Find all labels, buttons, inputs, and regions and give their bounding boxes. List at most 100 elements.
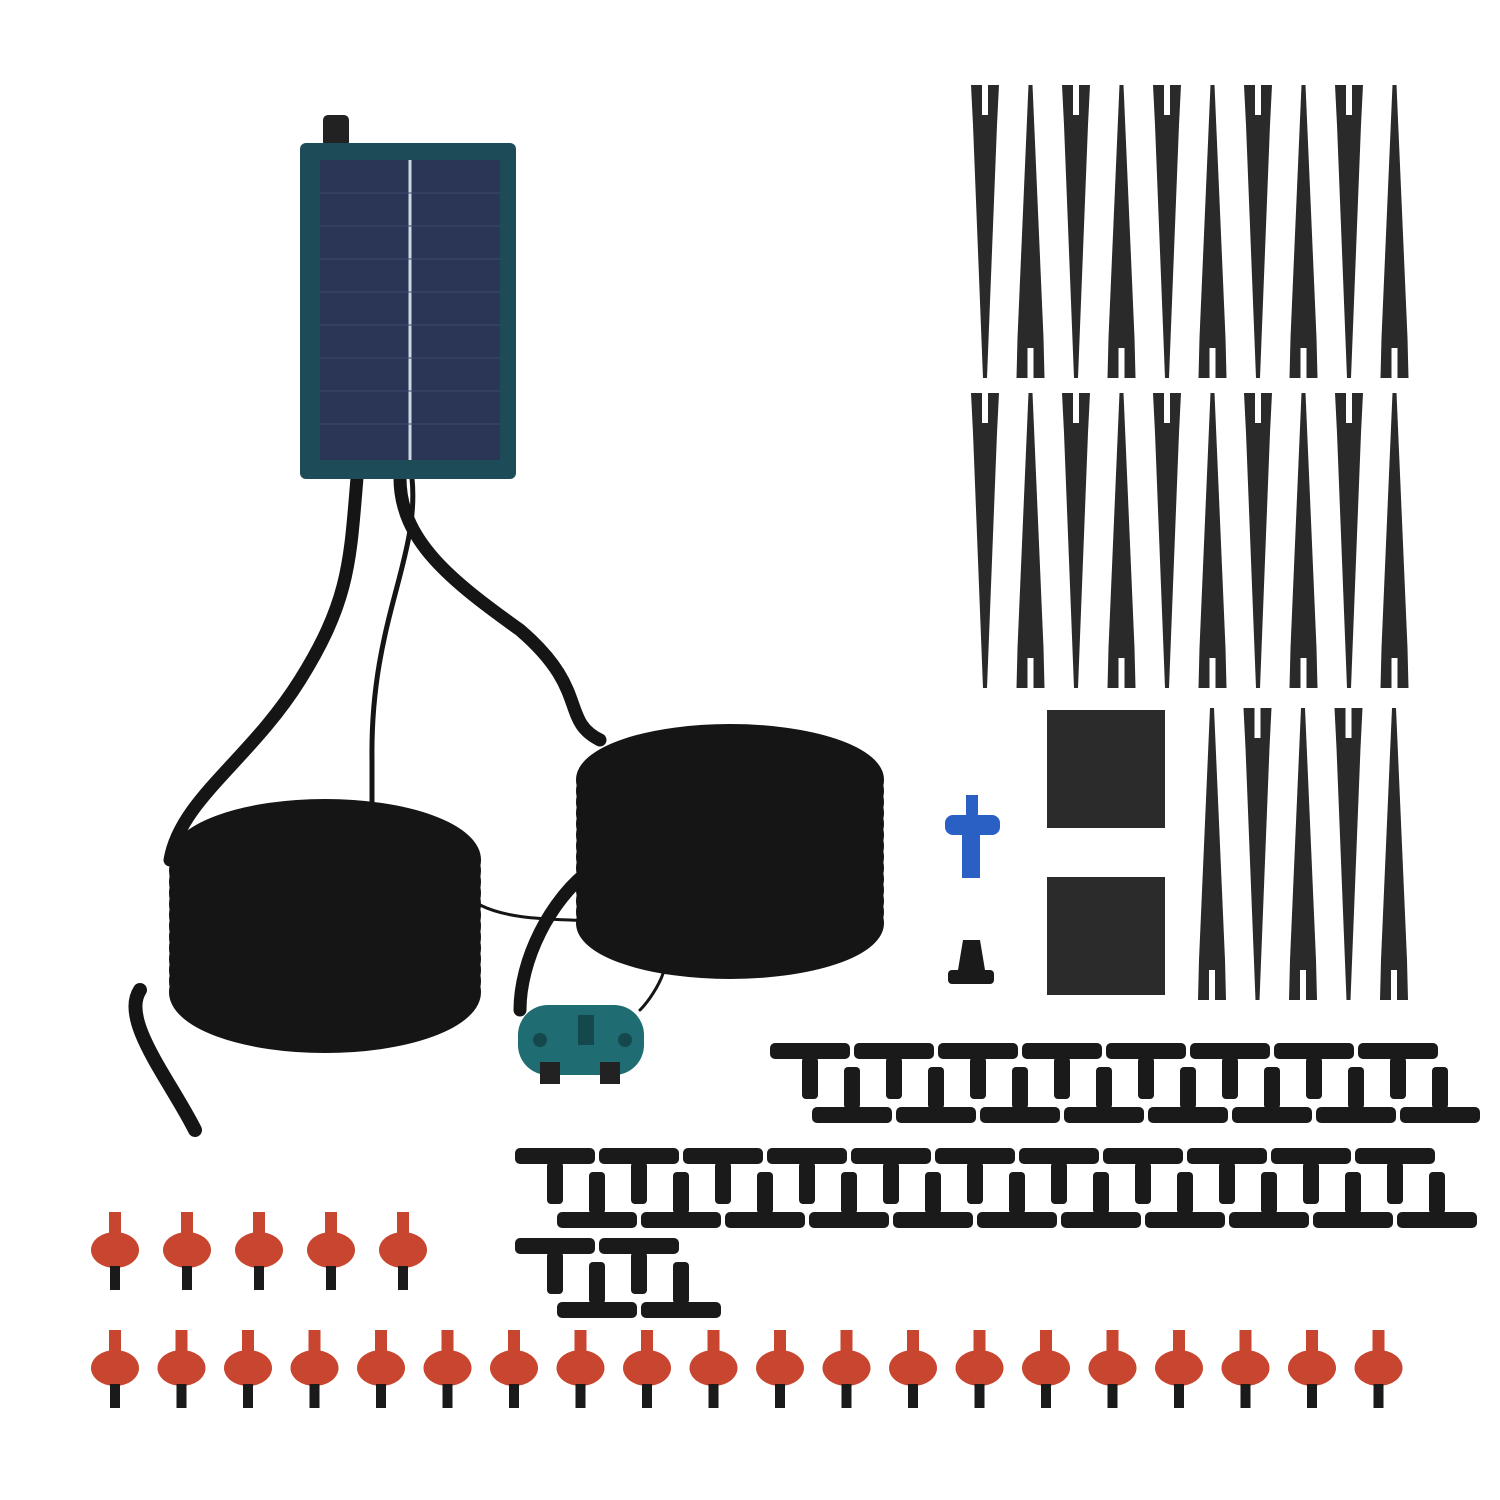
dripper — [91, 1330, 139, 1408]
t-connector — [809, 1172, 889, 1228]
tubing-coil-left — [169, 799, 481, 1053]
stake — [971, 393, 999, 688]
t-connector — [1397, 1172, 1477, 1228]
t-connector — [683, 1148, 763, 1204]
t-connector — [641, 1262, 721, 1318]
dripper — [379, 1212, 427, 1290]
panel-knob — [323, 115, 349, 147]
dripper — [224, 1330, 272, 1408]
t-connector — [1019, 1148, 1099, 1204]
t-connector — [1313, 1172, 1393, 1228]
dripper — [357, 1330, 405, 1408]
t-connector — [851, 1148, 931, 1204]
dripper — [1354, 1330, 1403, 1408]
solar-panel — [300, 115, 516, 479]
dripper — [1022, 1330, 1070, 1408]
t-connector — [1271, 1148, 1351, 1204]
stake — [1243, 708, 1272, 1000]
dripper — [235, 1212, 283, 1290]
t-connector — [1316, 1067, 1396, 1123]
stake — [1334, 708, 1363, 1000]
t-connector — [1400, 1067, 1480, 1123]
tube-adapter — [948, 940, 994, 984]
stake — [1244, 393, 1272, 688]
t-connector — [1274, 1043, 1354, 1099]
t-connector — [938, 1043, 1018, 1099]
t-connector — [1022, 1043, 1102, 1099]
stake — [1107, 85, 1136, 378]
t-connector — [1148, 1067, 1228, 1123]
stake — [1198, 85, 1227, 378]
dripper — [889, 1330, 937, 1408]
t-connector — [896, 1067, 976, 1123]
dripper — [1155, 1330, 1203, 1408]
filter-sponge — [1047, 877, 1165, 995]
dripper — [756, 1330, 804, 1408]
stake — [1198, 708, 1226, 1000]
dripper — [307, 1212, 355, 1290]
stake — [1062, 393, 1090, 688]
t-connector — [1229, 1172, 1309, 1228]
t-connector — [1145, 1172, 1225, 1228]
dripper — [423, 1330, 472, 1408]
t-connector — [1103, 1148, 1183, 1204]
t-connector — [599, 1238, 679, 1294]
t-connector — [725, 1172, 805, 1228]
t-connector — [1190, 1043, 1270, 1099]
tubing-loop — [169, 931, 481, 1053]
stakes-group — [971, 85, 1409, 1000]
stake — [1289, 708, 1317, 1000]
t-connector — [1187, 1148, 1267, 1204]
dripper — [556, 1330, 605, 1408]
t-connectors-group — [515, 1043, 1480, 1318]
dripper — [623, 1330, 671, 1408]
dripper — [955, 1330, 1004, 1408]
stake — [1289, 393, 1318, 688]
stake — [1062, 85, 1090, 378]
t-connector — [893, 1172, 973, 1228]
t-connector — [557, 1262, 637, 1318]
dripper — [1221, 1330, 1270, 1408]
t-connector — [641, 1172, 721, 1228]
t-connector — [1064, 1067, 1144, 1123]
dripper — [290, 1330, 339, 1408]
t-connector — [1355, 1148, 1435, 1204]
t-connector — [977, 1172, 1057, 1228]
dripper — [1088, 1330, 1137, 1408]
dripper — [163, 1212, 211, 1290]
t-connector — [935, 1148, 1015, 1204]
stake — [1153, 393, 1181, 688]
t-connector — [812, 1067, 892, 1123]
stake — [1380, 393, 1409, 688]
t-connector — [515, 1238, 595, 1294]
stake — [1380, 708, 1408, 1000]
t-connector — [1358, 1043, 1438, 1099]
t-connector — [1061, 1172, 1141, 1228]
t-connector — [557, 1172, 637, 1228]
t-connector — [770, 1043, 850, 1099]
stake — [1153, 85, 1181, 378]
dripper — [689, 1330, 738, 1408]
stake — [971, 85, 999, 378]
stake — [1016, 85, 1045, 378]
stake — [1335, 85, 1363, 378]
t-connector — [980, 1067, 1060, 1123]
t-connector — [1106, 1043, 1186, 1099]
stake — [1198, 393, 1227, 688]
dripper — [822, 1330, 871, 1408]
stake — [1016, 393, 1045, 688]
t-connector — [515, 1148, 595, 1204]
tubing-coil-right — [576, 724, 884, 979]
dripper — [157, 1330, 206, 1408]
water-pump — [518, 1005, 644, 1084]
stake — [1244, 85, 1272, 378]
stake — [1380, 85, 1409, 378]
dripper — [91, 1212, 139, 1290]
drippers-group — [91, 1212, 1403, 1408]
stake — [1335, 393, 1363, 688]
check-valve — [945, 795, 1000, 878]
dripper — [490, 1330, 538, 1408]
t-connector — [1232, 1067, 1312, 1123]
t-connector — [767, 1148, 847, 1204]
